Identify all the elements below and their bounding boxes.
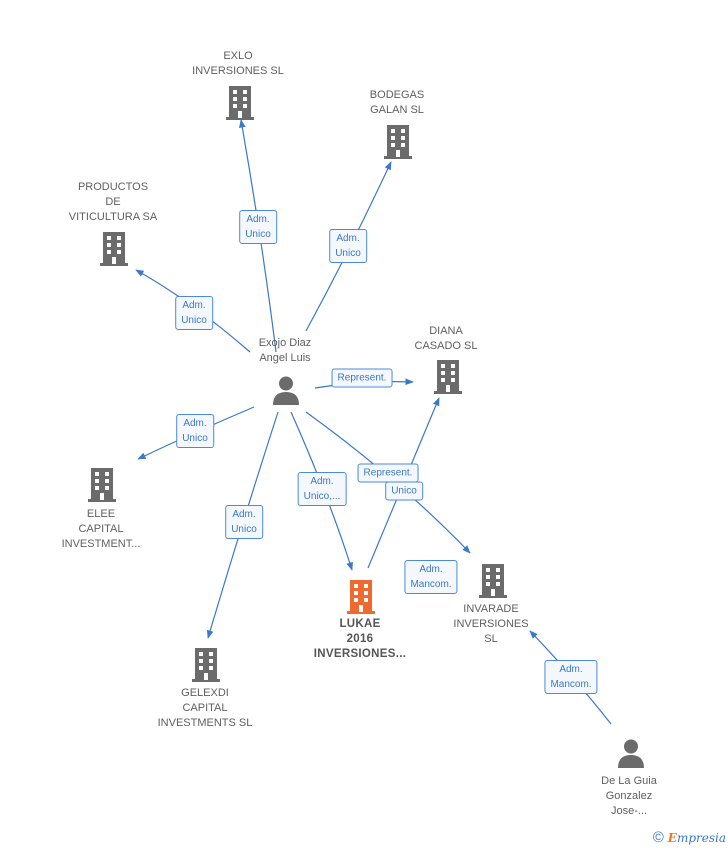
edge-label-gelexdi: Adm. Unico (225, 505, 263, 539)
brand-logo[interactable]: Empresia (667, 830, 726, 845)
edge-label-diana: Represent. (331, 368, 393, 388)
building-icon-invarade[interactable] (477, 562, 509, 603)
node-label-invarade: INVARADE INVERSIONES SL (453, 603, 529, 645)
footer-brand: © Empresia (653, 829, 726, 846)
edge-label-exlo: Adm. Unico (239, 210, 277, 244)
edge-label-productos: Adm. Unico (175, 296, 213, 330)
node-label-diana: DIANA CASADO SL (414, 325, 478, 352)
building-icon-lukae[interactable] (345, 578, 377, 619)
edge-label-delaguia: Adm. Mancom. (544, 660, 598, 694)
person-icon-exojo[interactable] (271, 375, 301, 410)
edge-label-lukae-invarade: Adm. Mancom. (404, 560, 458, 594)
edge-label-invarade-unico: Unico (385, 481, 423, 501)
node-label-delaguia: De La Guia Gonzalez Jose-... (601, 775, 657, 817)
building-icon-elee[interactable] (86, 466, 118, 507)
node-label-bodegas: BODEGAS GALAN SL (369, 89, 425, 116)
node-label-gelexdi: GELEXDI CAPITAL INVESTMENTS SL (157, 687, 253, 729)
building-icon-exlo[interactable] (224, 84, 256, 125)
node-label-productos: PRODUCTOS DE VITICULTURA SA (68, 181, 158, 223)
building-icon-gelexdi[interactable] (190, 646, 222, 687)
node-label-elee: ELEE CAPITAL INVESTMENT... (61, 508, 141, 550)
building-icon-bodegas[interactable] (382, 123, 414, 164)
person-icon-delaguia[interactable] (616, 738, 646, 773)
copyright-icon: © (652, 829, 664, 846)
edge-label-bodegas: Adm. Unico (329, 229, 367, 263)
node-label-exojo: Exojo Diaz Angel Luis (258, 337, 312, 364)
node-label-lukae: LUKAE 2016 INVERSIONES... (313, 618, 407, 660)
node-label-exlo: EXLO INVERSIONES SL (192, 50, 284, 77)
building-icon-productos[interactable] (98, 230, 130, 271)
edge-label-lukae: Adm. Unico,... (297, 472, 347, 506)
edge-label-lukae-diana: Represent. (357, 463, 419, 483)
edge-label-elee: Adm. Unico (176, 414, 214, 448)
building-icon-diana[interactable] (432, 358, 464, 399)
